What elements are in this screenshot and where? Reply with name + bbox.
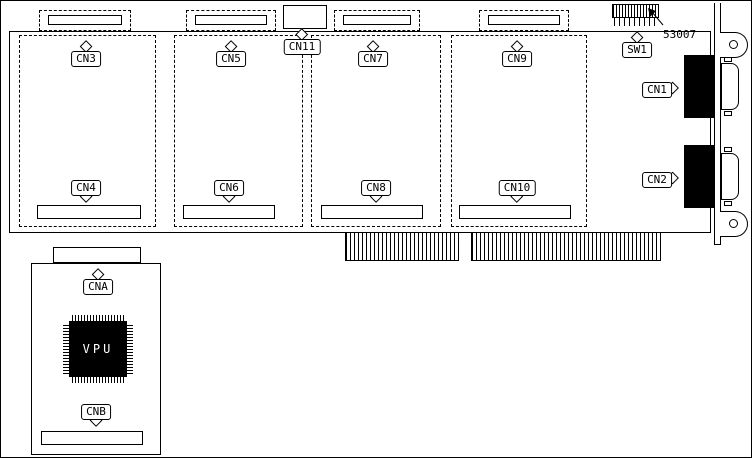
connector-cnb xyxy=(41,431,143,445)
connector-cn1-shell xyxy=(721,63,739,110)
vpu-pins-left xyxy=(63,324,69,374)
connector-cn6 xyxy=(183,205,275,219)
edge-connector-fingers-rear xyxy=(471,233,661,261)
callout-label: CN2 xyxy=(642,172,672,188)
sw1-pins xyxy=(614,18,657,26)
cn1-jackscrew-top xyxy=(724,57,732,62)
vpu-pins-right xyxy=(127,324,133,374)
vpu-pins-top xyxy=(72,315,124,321)
part-number-arrow xyxy=(648,8,664,26)
mounting-bracket-edge-left xyxy=(714,3,715,244)
callout-cn8: CN8 xyxy=(361,176,391,203)
callout-label: CN10 xyxy=(498,180,536,196)
mounting-bracket-foot xyxy=(714,244,721,245)
callout-cn1: CN1 xyxy=(642,78,679,98)
callout-cn5: CN5 xyxy=(216,40,246,67)
callout-cn6: CN6 xyxy=(214,176,244,203)
callout-cn4: CN4 xyxy=(71,176,101,203)
cn1-jackscrew-bottom xyxy=(724,111,732,116)
connector-cn7-body xyxy=(343,15,411,25)
callout-cnb: CNB xyxy=(81,400,111,427)
connector-cn9-body xyxy=(488,15,560,25)
callout-label: CN3 xyxy=(71,51,101,67)
vpu-pins-bottom xyxy=(72,377,124,383)
module-slot-2 xyxy=(174,35,303,227)
callout-cna: CNA xyxy=(83,268,113,295)
connector-cna xyxy=(53,247,141,263)
edge-connector-fingers-front xyxy=(345,233,459,261)
connector-cn2 xyxy=(684,145,714,208)
callout-cn3: CN3 xyxy=(71,40,101,67)
part-number: 53007 xyxy=(663,28,697,41)
vpu-chip: VPU xyxy=(63,315,133,383)
bracket-screw-hole-bottom xyxy=(729,219,738,228)
connector-cn8 xyxy=(321,205,423,219)
callout-sw1: SW1 xyxy=(622,31,652,58)
connector-cn11 xyxy=(283,5,327,29)
connector-cn5-body xyxy=(195,15,267,25)
connector-cn1 xyxy=(684,55,714,118)
connector-cn2-shell xyxy=(721,153,739,200)
module-slot-1 xyxy=(19,35,156,227)
bracket-screw-hole-top xyxy=(729,40,738,49)
callout-cn9: CN9 xyxy=(502,40,532,67)
connector-cn3 xyxy=(39,10,131,31)
callout-label: CNB xyxy=(81,404,111,420)
callout-cn10: CN10 xyxy=(498,176,536,203)
callout-label: CN6 xyxy=(214,180,244,196)
module-slot-4 xyxy=(451,35,587,227)
callout-cn11: CN11 xyxy=(283,28,321,55)
callout-label: CN1 xyxy=(642,82,672,98)
connector-cn7 xyxy=(334,10,420,31)
callout-label: CN5 xyxy=(216,51,246,67)
module-slot-3 xyxy=(311,35,441,227)
connector-cn3-body xyxy=(48,15,122,25)
callout-label: CN9 xyxy=(502,51,532,67)
connector-cn10 xyxy=(459,205,571,219)
callout-label: SW1 xyxy=(622,42,652,58)
connector-cn4 xyxy=(37,205,141,219)
cn2-jackscrew-bottom xyxy=(724,201,732,206)
mounting-bracket-edge-right xyxy=(720,3,721,244)
callout-cn2: CN2 xyxy=(642,168,679,188)
vpu-chip-label: VPU xyxy=(69,321,127,377)
connector-cn5 xyxy=(186,10,276,31)
callout-label: CN7 xyxy=(358,51,388,67)
callout-label: CN11 xyxy=(283,39,321,55)
callout-label: CNA xyxy=(83,279,113,295)
callout-cn7: CN7 xyxy=(358,40,388,67)
cn2-jackscrew-top xyxy=(724,147,732,152)
connector-cn9 xyxy=(479,10,569,31)
callout-label: CN8 xyxy=(361,180,391,196)
callout-label: CN4 xyxy=(71,180,101,196)
dip-switch-sw1 xyxy=(612,4,659,18)
